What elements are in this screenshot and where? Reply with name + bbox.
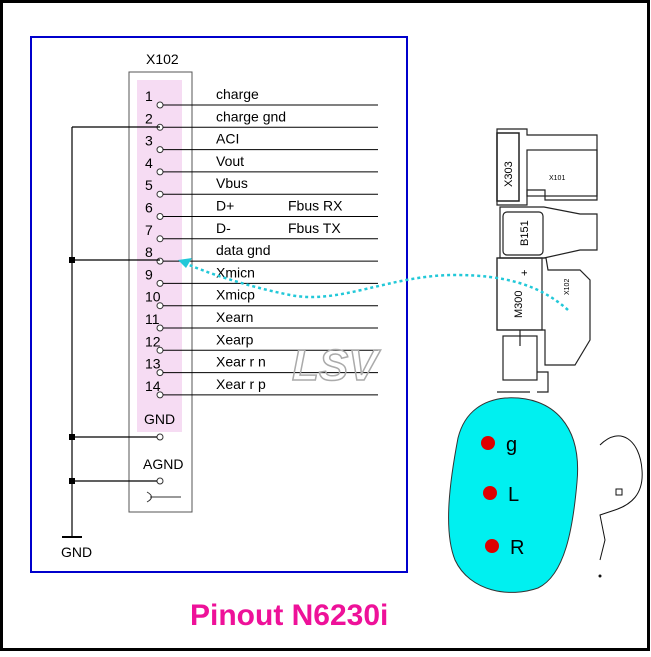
pin-number: 2 [145, 110, 153, 126]
board-drawing [496, 128, 598, 393]
junction-dot [69, 434, 75, 440]
pin-terminal [156, 168, 164, 176]
pin-label: charge gnd [216, 108, 286, 124]
board-label-plus: + [519, 270, 531, 276]
pin-number: 3 [145, 133, 153, 149]
contact-label: g [506, 434, 517, 456]
pin-terminal [156, 146, 164, 154]
pin-number: 8 [145, 244, 153, 260]
agnd-pin [156, 477, 164, 485]
board-label-x101: X101 [549, 175, 565, 182]
plug-body [448, 397, 579, 593]
pin-terminal [156, 346, 164, 354]
footer-title: Pinout N6230i [190, 599, 388, 632]
pin-number: 6 [145, 200, 153, 216]
pin-number: 12 [145, 333, 161, 349]
pin-terminal [156, 101, 164, 109]
pin-number: 13 [145, 356, 161, 372]
agnd-label: AGND [143, 456, 183, 472]
pin-label: Vbus [216, 175, 248, 191]
pin-label: ACI [216, 131, 239, 147]
pin-label: Vout [216, 153, 244, 169]
watermark: LSV [292, 341, 381, 390]
pin-number: 14 [145, 378, 161, 394]
pin-label: Xmicn [216, 264, 255, 280]
pin-number: 10 [145, 289, 161, 305]
gnd-pin [156, 433, 164, 441]
connector-ref: X102 [146, 51, 179, 67]
pin-terminal [156, 279, 164, 287]
pin-label: Xearn [216, 309, 253, 325]
pin-number: 5 [145, 177, 153, 193]
contact-label: R [510, 537, 524, 559]
board-label-x303: X303 [503, 161, 515, 187]
junction-dot [69, 478, 75, 484]
pin-label: Xear r n [216, 354, 266, 370]
schematic-frame [30, 36, 408, 573]
pin-number: 11 [145, 311, 160, 327]
ground-bus [62, 126, 160, 538]
pin-list: 1 charge 2 charge gnd 3 ACI 4 Vout 5 Vbus 6 D+ Fbus … [145, 86, 378, 399]
earphone-sketch [599, 435, 643, 561]
board-label-x102: X102 [564, 279, 571, 295]
pin-number: 1 [145, 88, 153, 104]
board-label-m300: M300 [513, 290, 525, 318]
pin-label-alt: Fbus TX [288, 220, 341, 236]
pin-terminal [156, 324, 164, 332]
board-label-b151: B151 [519, 220, 531, 246]
pin-label: data gnd [216, 242, 271, 258]
pin-terminal [156, 213, 164, 220]
pin-label: Xear r p [216, 376, 266, 392]
pin-label: Xmicp [216, 287, 255, 303]
pin-terminal [156, 257, 164, 265]
pin-label: charge [216, 86, 259, 102]
pin-number: 7 [145, 222, 153, 238]
pin-terminal [156, 391, 164, 399]
ground-label: GND [61, 544, 92, 560]
arrow-head [178, 258, 192, 268]
plug-contacts: gL R [481, 434, 524, 559]
pin-label: D- [216, 220, 231, 236]
contact-g-dot [481, 436, 495, 450]
pin-number: 9 [145, 266, 153, 282]
sketch-dot [598, 574, 602, 578]
contact-L-dot [483, 486, 497, 500]
pin-terminal [156, 302, 164, 310]
pin-label-alt: Fbus RX [288, 198, 343, 214]
contact-R-dot [485, 539, 499, 553]
sketch-detail [615, 488, 623, 496]
pin-label: Xearp [216, 331, 254, 347]
pin-number: 4 [145, 155, 153, 171]
contact-label: L [508, 484, 519, 506]
pin-pointer-arrow [181, 260, 569, 311]
pin-terminal [156, 190, 164, 198]
junction-dot [69, 257, 75, 263]
gnd-label: GND [144, 411, 175, 427]
pin-label: D+ [216, 198, 234, 214]
pin-terminal [156, 235, 164, 243]
pin-terminal [156, 369, 164, 377]
